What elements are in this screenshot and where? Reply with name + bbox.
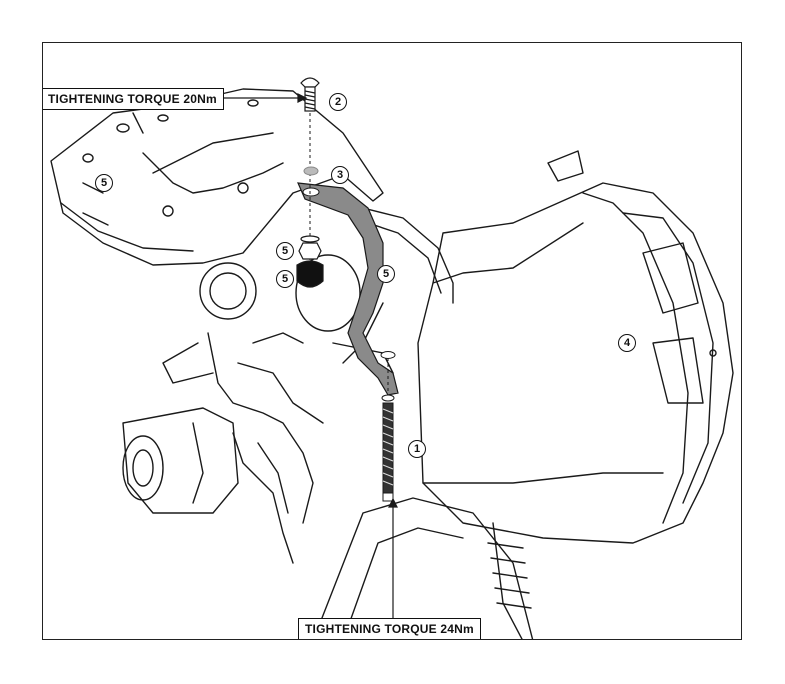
- diagram-frame: TIGHTENING TORQUE 20Nm TIGHTENING TORQUE…: [42, 42, 742, 640]
- callout-5-bracket: 5: [377, 265, 395, 283]
- callout-4: 4: [618, 334, 636, 352]
- torque-label-bottom: TIGHTENING TORQUE 24Nm: [298, 618, 481, 639]
- callout-5-cap: 5: [276, 270, 294, 288]
- side-case: [417, 182, 734, 544]
- callout-1: 1: [408, 440, 426, 458]
- callout-3: 3: [331, 166, 349, 184]
- torque-label-top: TIGHTENING TORQUE 20Nm: [43, 88, 224, 110]
- mounting-bracket: [297, 182, 399, 396]
- callout-5-nut: 5: [276, 242, 294, 260]
- exhaust: [122, 407, 239, 514]
- assembly-drawing: [50, 77, 734, 639]
- nut-assembly: [296, 235, 324, 288]
- threaded-rod: [381, 394, 395, 502]
- callout-5-rack: 5: [95, 174, 113, 192]
- top-screw: [300, 77, 320, 112]
- left-headlight: [199, 262, 257, 320]
- callout-2: 2: [329, 93, 347, 111]
